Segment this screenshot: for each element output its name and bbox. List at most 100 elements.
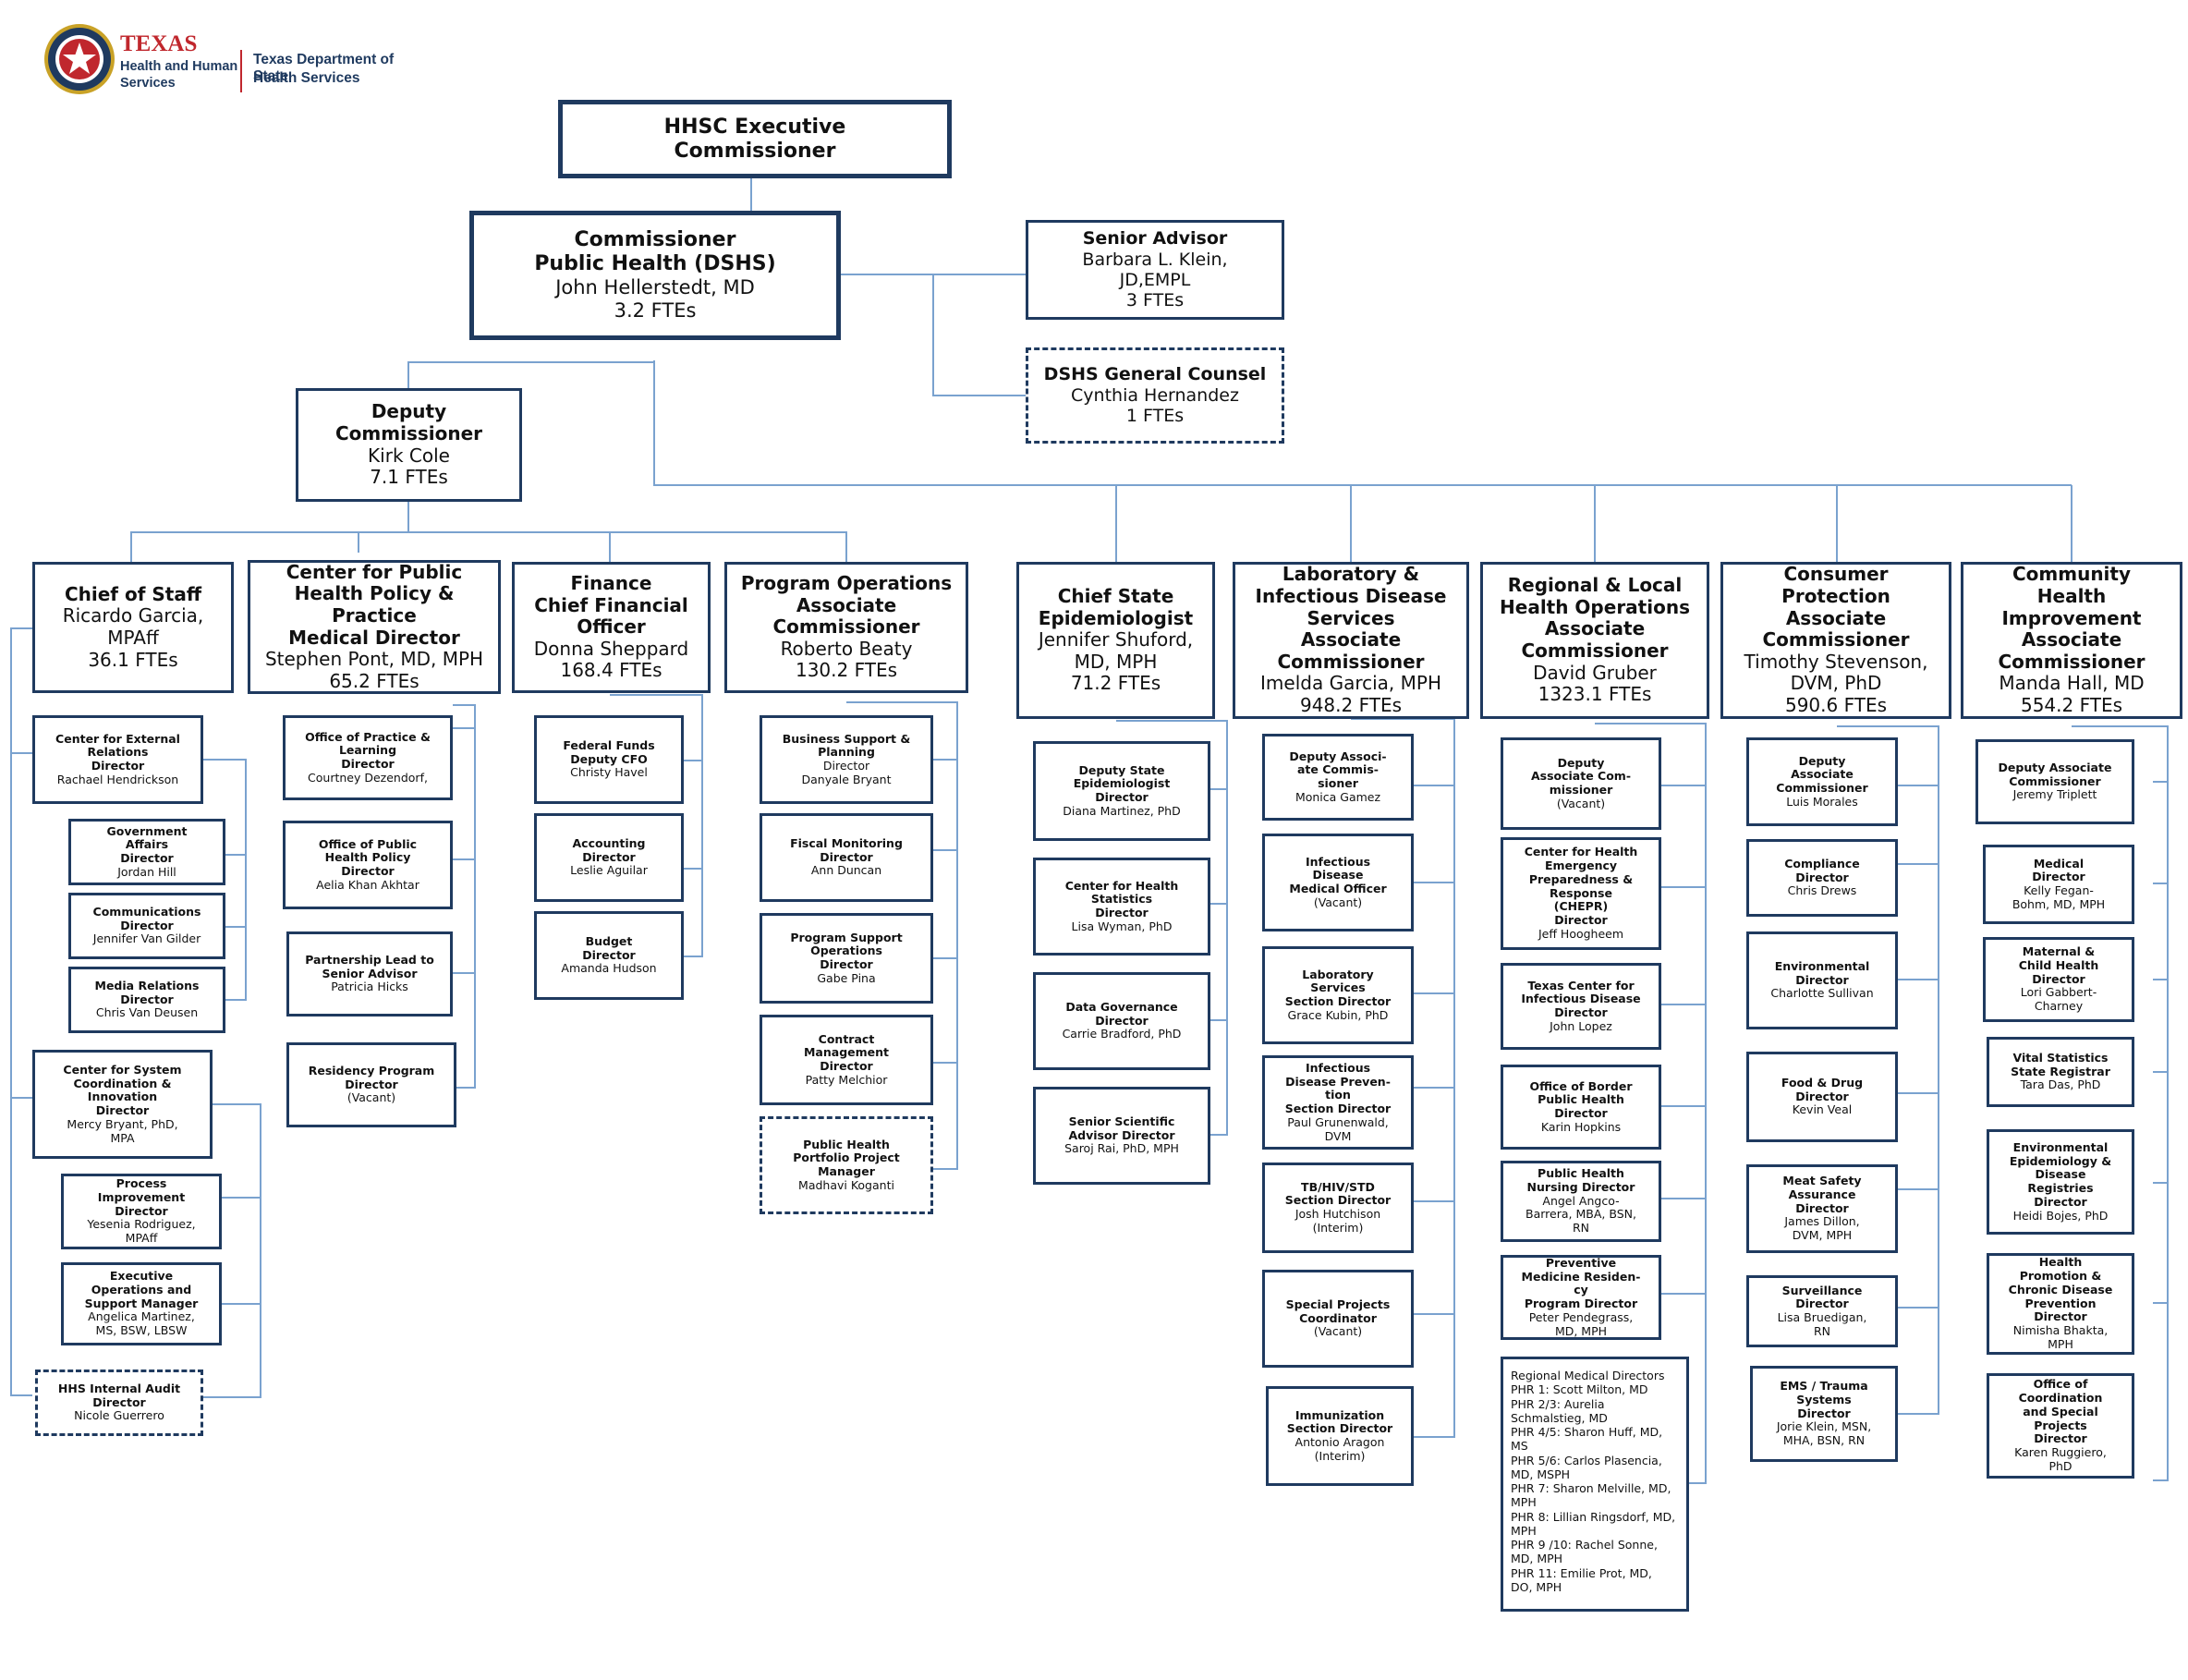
health-promotion-box[interactable]: Health Promotion & Chronic Disease Preve… [1987, 1253, 2134, 1355]
maternal-child-health-box[interactable]: Maternal & Child Health Director Lori Ga… [1983, 937, 2134, 1022]
node-name: Luis Morales [1786, 794, 1858, 809]
node-name: Timothy Stevenson, DVM, PhD 590.6 FTEs [1744, 650, 1928, 716]
practice-learning-box[interactable]: Office of Practice & Learning Director C… [283, 715, 453, 800]
node-title: DSHS General Counsel [1043, 364, 1267, 385]
special-projects-box[interactable]: Special Projects Coordinator (Vacant) [1262, 1270, 1414, 1368]
node-name: Chris Drews [1787, 883, 1857, 898]
fiscal-monitoring-box[interactable]: Fiscal Monitoring Director Ann Duncan [760, 813, 933, 902]
public-health-nursing-box[interactable]: Public Health Nursing Director Angel Ang… [1501, 1161, 1661, 1242]
program-operations-box[interactable]: Program Operations Associate Commissione… [724, 562, 968, 693]
program-support-box[interactable]: Program Support Operations Director Gabe… [760, 913, 933, 1004]
finance-cfo-box[interactable]: Finance Chief Financial Officer Donna Sh… [512, 562, 711, 693]
laboratory-services-box[interactable]: Laboratory Services Section Director Gra… [1262, 946, 1414, 1044]
connector-line [407, 361, 654, 388]
node-name: Carrie Bradford, PhD [1062, 1027, 1182, 1041]
node-name: Cynthia Hernandez 1 FTEs [1071, 384, 1239, 427]
chief-state-epidemiologist-box[interactable]: Chief State Epidemiologist Jennifer Shuf… [1016, 562, 1215, 719]
texas-seal-icon [44, 24, 115, 94]
residency-program-box[interactable]: Residency Program Director (Vacant) [286, 1042, 456, 1127]
node-title: Health Promotion & Chronic Disease Preve… [2008, 1255, 2113, 1324]
budget-box[interactable]: Budget Director Amanda Hudson [534, 911, 684, 1000]
lab-deputy-box[interactable]: Deputy Associ- ate Commis- sioner Monica… [1262, 734, 1414, 821]
senior-scientific-advisor-box[interactable]: Senior Scientific Advisor Director Saroj… [1033, 1087, 1210, 1185]
node-title: Center for System Coordination & Innovat… [63, 1062, 182, 1117]
chepr-box[interactable]: Center for Health Emergency Preparedness… [1501, 837, 1661, 950]
environmental-box[interactable]: Environmental Director Charlotte Sulliva… [1746, 931, 1898, 1029]
communications-box[interactable]: Communications Director Jennifer Van Gil… [68, 893, 225, 959]
federal-funds-box[interactable]: Federal Funds Deputy CFO Christy Havel [534, 715, 684, 804]
node-name: John Lopez [1550, 1018, 1612, 1033]
partnership-lead-box[interactable]: Partnership Lead to Senior Advisor Patri… [286, 931, 453, 1017]
deputy-commissioner-box[interactable]: Deputy Commissioner Kirk Cole 7.1 FTEs [296, 388, 522, 502]
node-title: Office of Practice & Learning Director [305, 729, 431, 771]
surveillance-box[interactable]: Surveillance Director Lisa Bruedigan, RN [1746, 1275, 1898, 1347]
node-name: David Gruber 1323.1 FTEs [1533, 661, 1657, 706]
node-name: Jennifer Shuford, MD, MPH 71.2 FTEs [1038, 628, 1194, 695]
environmental-epidemiology-box[interactable]: Environmental Epidemiology & Disease Reg… [1987, 1129, 2134, 1235]
node-title: Deputy Commissioner [334, 400, 483, 444]
node-name: Lisa Bruedigan, RN [1777, 1310, 1867, 1338]
node-title: Texas Center for Infectious Disease Dire… [1521, 978, 1641, 1019]
food-drug-box[interactable]: Food & Drug Director Kevin Veal [1746, 1052, 1898, 1142]
commissioner-box[interactable]: Commissioner Public Health (DSHS) John H… [469, 211, 841, 340]
border-public-health-box[interactable]: Office of Border Public Health Director … [1501, 1065, 1661, 1150]
chief-of-staff-box[interactable]: Chief of Staff Ricardo Garcia, MPAff 36.… [32, 562, 234, 693]
regional-medical-directors-box[interactable]: Regional Medical Directors PHR 1: Scott … [1501, 1357, 1689, 1612]
connector-line [10, 627, 32, 1396]
infectious-disease-center-box[interactable]: Texas Center for Infectious Disease Dire… [1501, 963, 1661, 1050]
node-title: Preventive Medicine Residen- cy Program … [1521, 1255, 1641, 1310]
health-statistics-box[interactable]: Center for Health Statistics Director Li… [1033, 858, 1210, 956]
community-deputy-box[interactable]: Deputy Associate Commissioner Jeremy Tri… [1975, 739, 2134, 824]
external-relations-box[interactable]: Center for External Relations Director R… [32, 715, 203, 804]
regional-local-health-box[interactable]: Regional & Local Health Operations Assoc… [1480, 562, 1709, 719]
deputy-state-epidemiologist-box[interactable]: Deputy State Epidemiologist Director Dia… [1033, 741, 1210, 841]
government-affairs-box[interactable]: Government Affairs Director Jordan Hill [68, 819, 225, 885]
consumer-protection-box[interactable]: Consumer Protection Associate Commission… [1720, 562, 1951, 719]
node-name: Kevin Veal [1792, 1102, 1853, 1117]
node-name: Jordan Hill [117, 864, 176, 879]
node-title: Office of Coordination and Special Proje… [2018, 1377, 2103, 1446]
meat-safety-box[interactable]: Meat Safety Assurance Director James Dil… [1746, 1164, 1898, 1253]
internal-audit-box[interactable]: HHS Internal Audit Director Nicole Guerr… [35, 1370, 203, 1436]
regional-deputy-box[interactable]: Deputy Associate Com- missioner (Vacant) [1501, 737, 1661, 830]
portfolio-project-box[interactable]: Public Health Portfolio Project Manager … [760, 1116, 933, 1214]
senior-advisor-box[interactable]: Senior Advisor Barbara L. Klein, JD,EMPL… [1026, 220, 1284, 320]
community-health-box[interactable]: Community Health Improvement Associate C… [1961, 562, 2182, 719]
node-name: Madhavi Koganti [798, 1177, 894, 1192]
infectious-disease-officer-box[interactable]: Infectious Disease Medical Officer (Vaca… [1262, 834, 1414, 931]
infectious-disease-prevention-box[interactable]: Infectious Disease Preven- tion Section … [1262, 1055, 1414, 1150]
logo-hhs-line1: Health and Human [120, 59, 238, 74]
preventive-medicine-box[interactable]: Preventive Medicine Residen- cy Program … [1501, 1255, 1661, 1340]
regional-medical-directors-list: Regional Medical Directors PHR 1: Scott … [1511, 1369, 1676, 1594]
node-title: Environmental Director [1774, 958, 1870, 987]
compliance-box[interactable]: Compliance Director Chris Drews [1746, 839, 1898, 917]
executive-operations-box[interactable]: Executive Operations and Support Manager… [61, 1262, 222, 1345]
node-name: Nicole Guerrero [74, 1408, 164, 1423]
ems-trauma-box[interactable]: EMS / Trauma Systems Director Jorie Klei… [1750, 1366, 1898, 1462]
medical-director-box[interactable]: Medical Director Kelly Fegan- Bohm, MD, … [1983, 845, 2134, 924]
connector-line [932, 274, 1026, 396]
connector-line [610, 694, 703, 957]
consumer-deputy-box[interactable]: Deputy Associate Commissioner Luis Moral… [1746, 737, 1898, 826]
contract-management-box[interactable]: Contract Management Director Patty Melch… [760, 1015, 933, 1105]
vital-statistics-box[interactable]: Vital Statistics State Registrar Tara Da… [1987, 1037, 2134, 1107]
media-relations-box[interactable]: Media Relations Director Chris Van Deuse… [68, 967, 225, 1033]
node-title: Residency Program Director [308, 1063, 435, 1091]
connector-line [203, 759, 247, 1001]
node-title: Office of Border Public Health Director [1529, 1078, 1633, 1120]
general-counsel-box[interactable]: DSHS General Counsel Cynthia Hernandez 1… [1026, 347, 1284, 444]
public-health-policy-box[interactable]: Office of Public Health Policy Director … [283, 821, 453, 909]
connector-line [1595, 723, 1707, 1484]
system-coordination-box[interactable]: Center for System Coordination & Innovat… [32, 1050, 213, 1159]
process-improvement-box[interactable]: Process Improvement Director Yesenia Rod… [61, 1174, 222, 1249]
immunization-box[interactable]: Immunization Section Director Antonio Ar… [1266, 1386, 1414, 1486]
laboratory-infectious-disease-box[interactable]: Laboratory & Infectious Disease Services… [1233, 562, 1469, 719]
hhsc-executive-commissioner-box[interactable]: HHSC Executive Commissioner [558, 100, 952, 178]
accounting-box[interactable]: Accounting Director Leslie Aguilar [534, 813, 684, 902]
data-governance-box[interactable]: Data Governance Director Carrie Bradford… [1033, 972, 1210, 1070]
connector-line [653, 360, 2072, 486]
business-support-box[interactable]: Business Support & Planning Director Dan… [760, 715, 933, 804]
center-public-health-policy-box[interactable]: Center for Public Health Policy & Practi… [248, 560, 501, 694]
coordination-special-projects-box[interactable]: Office of Coordination and Special Proje… [1987, 1373, 2134, 1479]
tb-hiv-std-box[interactable]: TB/HIV/STD Section Director Josh Hutchis… [1262, 1163, 1414, 1253]
